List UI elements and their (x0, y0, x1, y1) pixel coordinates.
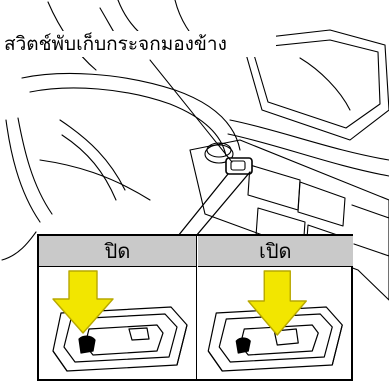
window-switch (297, 181, 346, 227)
mirror-icon-dark (235, 337, 251, 354)
switch-bezel-edge (52, 324, 188, 372)
dash-line (1, 231, 37, 261)
steering-rim (29, 87, 227, 157)
mirror-icon-outline (128, 327, 150, 341)
panel-on: เปิด (197, 236, 353, 379)
panel-off: ปิด (39, 236, 197, 379)
door-trim-line (227, 133, 389, 177)
window-switch (247, 164, 301, 211)
mirror-icon-dark (78, 335, 96, 354)
panel-on-label: เปิด (197, 236, 353, 267)
switch-bezel-inner (218, 313, 333, 363)
armrest-edge (351, 204, 389, 219)
switch-off-illustration (52, 270, 188, 372)
mirror-detail (299, 57, 351, 111)
switch-on-illustration (207, 270, 343, 372)
callout-leader-line (149, 59, 233, 163)
adjust-knob-top (206, 142, 232, 158)
panel-off-label: ปิด (39, 236, 196, 267)
steering-spoke (39, 159, 151, 201)
adjust-knob (204, 144, 234, 164)
rocker-switch (84, 324, 164, 356)
callout-wedge (177, 171, 251, 237)
steering-spoke (61, 134, 117, 201)
push-arrow-icon (52, 270, 114, 334)
mirror-icon-outline (273, 328, 299, 346)
armrest-edge (353, 243, 389, 257)
switch-state-inset: ปิด เปิด (37, 234, 353, 381)
door-trim-line (229, 119, 389, 161)
callout-label: สวิตช์พับเก็บกระจกมองข้าง (2, 31, 276, 57)
steering-spoke (59, 119, 126, 191)
steering-rim (21, 72, 241, 151)
steering-rim (17, 117, 53, 215)
switch-bezel-inner (63, 313, 178, 363)
mirror-housing (241, 29, 389, 141)
steering-rim (5, 119, 41, 223)
armrest (189, 139, 389, 301)
switch-bezel-edge (207, 324, 343, 372)
mirror-housing-inner (251, 39, 381, 129)
push-arrow-icon (247, 270, 307, 336)
mirror-fold-switch-button (230, 160, 246, 171)
